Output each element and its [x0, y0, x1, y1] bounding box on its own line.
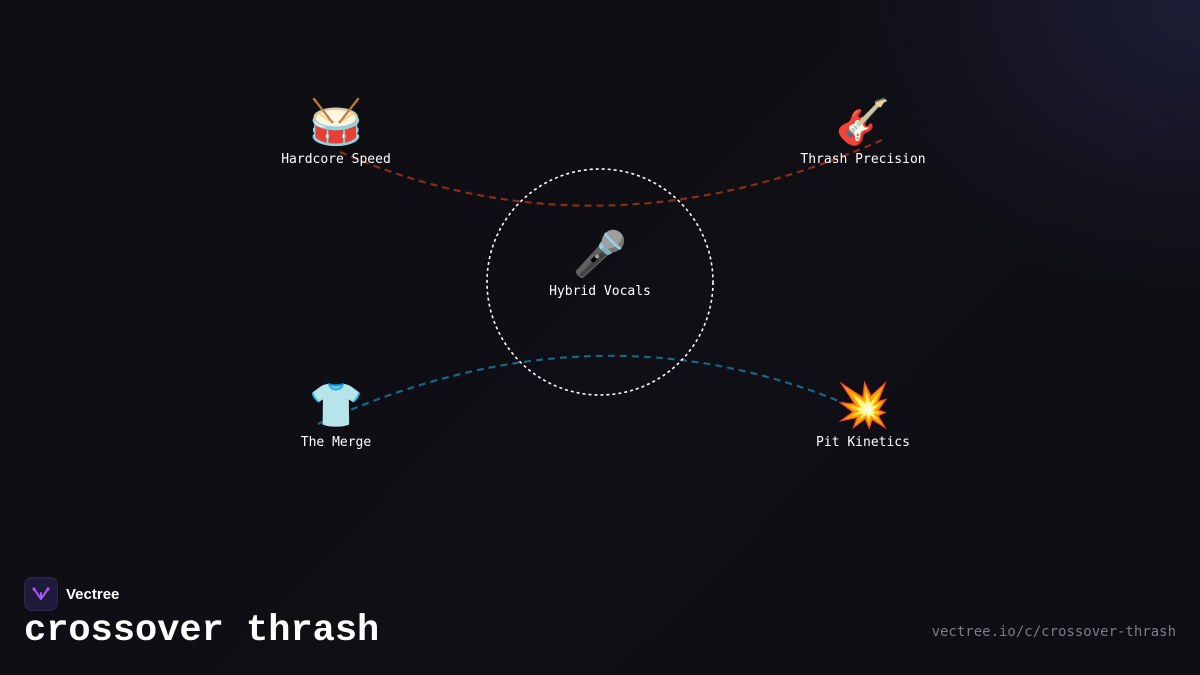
node-label: Hybrid Vocals	[549, 284, 651, 299]
center-circle	[486, 168, 714, 396]
page-title: crossover thrash	[24, 610, 380, 652]
arc-merge-to-pit	[317, 354, 861, 426]
node-the-merge[interactable]: 👕 The Merge	[301, 379, 371, 450]
node-label: The Merge	[300, 435, 372, 450]
page-url[interactable]: vectree.io/c/crossover-thrash	[931, 624, 1176, 640]
brand[interactable]: Vectree	[24, 577, 119, 611]
collision-icon: 💥	[835, 380, 891, 431]
vectree-logo-icon	[24, 577, 58, 611]
microphone-icon: 🎤	[572, 229, 628, 280]
guitar-icon: 🎸	[835, 97, 891, 148]
vectree-logo-mark	[32, 587, 50, 600]
node-label: Thrash Precision	[800, 152, 926, 167]
tshirt-icon: 👕	[308, 380, 364, 431]
node-label: Pit Kinetics	[816, 435, 910, 450]
arc-hardcore-to-thrash	[339, 138, 883, 207]
node-thrash-precision[interactable]: 🎸 Thrash Precision	[800, 96, 925, 167]
brand-name: Vectree	[66, 585, 120, 603]
drum-icon: 🥁	[308, 97, 364, 148]
node-hybrid-vocals[interactable]: 🎤 Hybrid Vocals	[549, 228, 651, 299]
node-pit-kinetics[interactable]: 💥 Pit Kinetics	[816, 379, 910, 450]
node-label: Hardcore Speed	[281, 152, 391, 167]
node-hardcore-speed[interactable]: 🥁 Hardcore Speed	[281, 96, 391, 167]
